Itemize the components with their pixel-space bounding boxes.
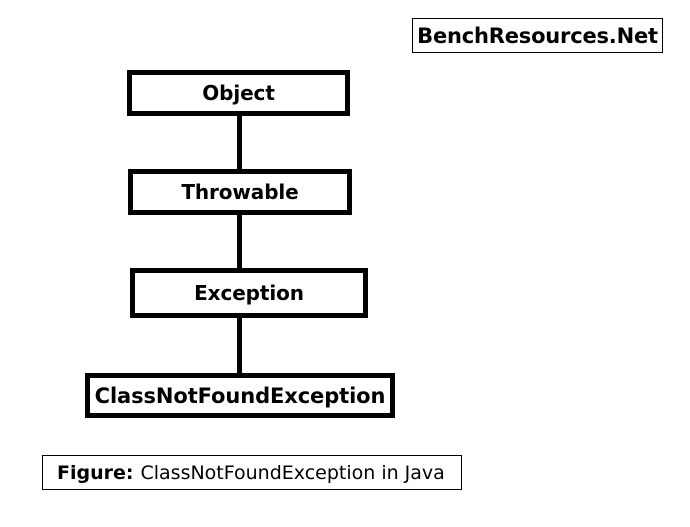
node-throwable-label: Throwable (181, 180, 299, 204)
brand-watermark-text: BenchResources.Net (417, 23, 658, 48)
node-throwable: Throwable (128, 169, 352, 215)
node-class-not-found-exception: ClassNotFoundException (85, 373, 395, 418)
figure-caption-box: Figure: ClassNotFoundException in Java (42, 455, 462, 490)
connector-throwable-exception (237, 210, 242, 273)
figure-caption-text: ClassNotFoundException in Java (140, 461, 445, 484)
connector-exception-classnotfoundexception (237, 313, 242, 377)
node-class-not-found-exception-label: ClassNotFoundException (94, 383, 386, 408)
node-exception: Exception (130, 268, 368, 318)
brand-watermark-box: BenchResources.Net (412, 18, 663, 53)
connector-object-throwable (237, 110, 242, 175)
figure-caption-label: Figure: (57, 461, 134, 484)
node-object: Object (127, 70, 350, 116)
node-exception-label: Exception (194, 281, 304, 305)
node-object-label: Object (202, 81, 275, 105)
